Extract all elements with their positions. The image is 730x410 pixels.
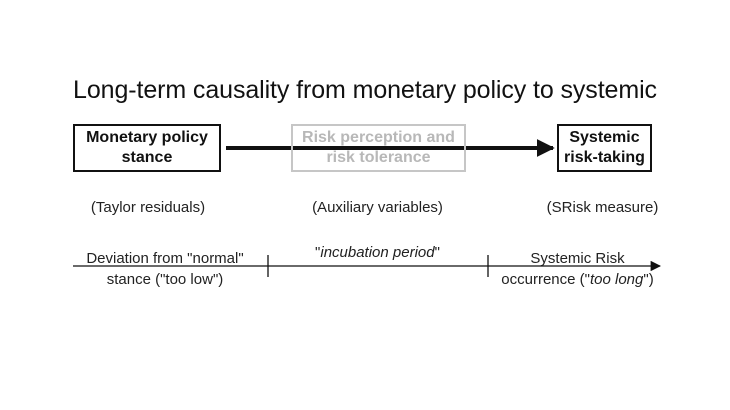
- box-label-line1: Systemic: [569, 129, 640, 146]
- quote-open: ": [315, 244, 321, 261]
- timeline-label-line2: stance ("too low"): [106, 271, 224, 288]
- box-label-line2: stance: [121, 149, 173, 166]
- occurrence-prefix: occurrence (": [501, 271, 590, 288]
- auxiliary-variables-caption: (Auxiliary variables): [312, 199, 443, 216]
- page-title: Long-term causality from monetary policy…: [73, 76, 657, 104]
- timeline-label-line2: occurrence ("too long"): [490, 269, 665, 290]
- timeline-deviation-label: Deviation from "normal" stance ("too low…: [70, 248, 260, 290]
- box-label-line1: Monetary policy: [86, 129, 208, 146]
- monetary-policy-box: Monetary policy stance: [73, 124, 221, 172]
- box-label-line2: risk-taking: [564, 149, 645, 166]
- systemic-risk-box: Systemic risk-taking: [557, 124, 652, 172]
- occurrence-suffix: "): [643, 271, 654, 288]
- timeline-label-line1: Systemic Risk: [530, 250, 625, 267]
- box-label-line1: Risk perception and: [302, 129, 455, 146]
- taylor-residuals-caption: (Taylor residuals): [90, 199, 206, 216]
- timeline-incubation-label: "incubation period": [285, 242, 470, 263]
- incubation-period-text: incubation period: [320, 244, 435, 261]
- srisk-measure-caption: (SRisk measure): [546, 199, 659, 216]
- quote-close: ": [434, 244, 440, 261]
- timeline-label-line1: Deviation from "normal": [86, 250, 244, 267]
- risk-perception-box: Risk perception and risk tolerance: [291, 124, 466, 172]
- box-label-line2: risk tolerance: [326, 149, 431, 166]
- too-long-text: too long: [589, 271, 644, 288]
- timeline-occurrence-label: Systemic Risk occurrence ("too long"): [490, 248, 665, 290]
